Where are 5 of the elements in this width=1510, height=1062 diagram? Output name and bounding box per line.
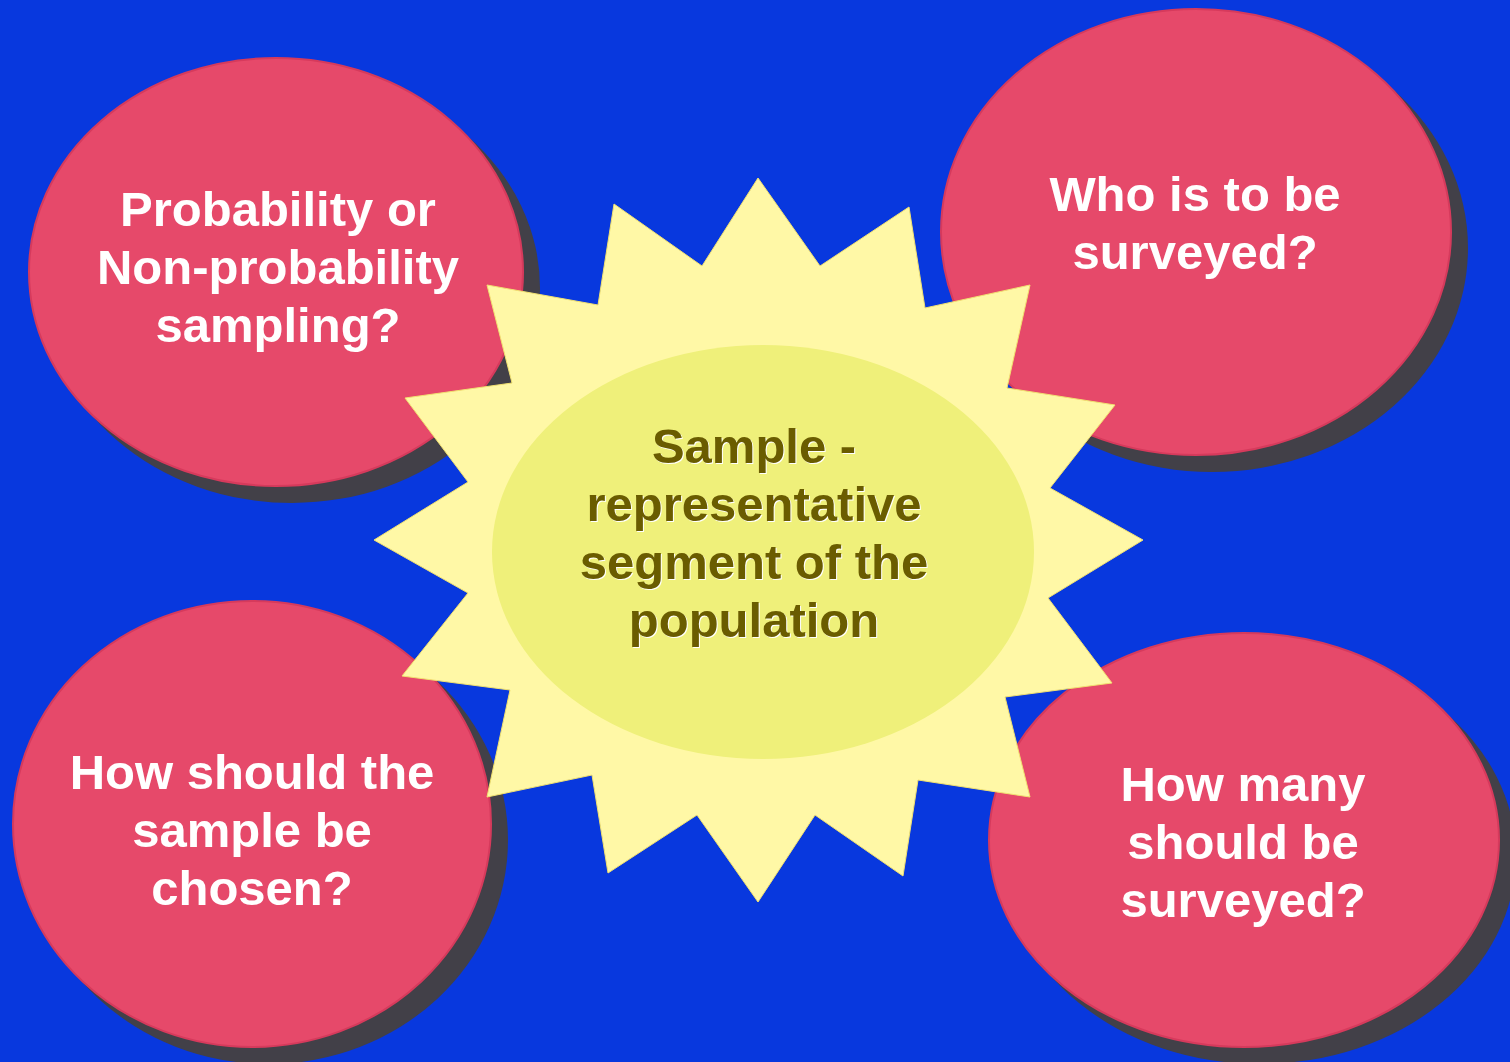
center-text: Sample - representative segment of the population: [578, 418, 930, 649]
question-text: How should the sample be chosen?: [68, 744, 436, 917]
question-text: Who is to be surveyed?: [1048, 166, 1342, 281]
question-text: How many should be surveyed?: [1119, 756, 1367, 929]
question-text: Probability or Non-probability sampling?: [96, 181, 460, 354]
